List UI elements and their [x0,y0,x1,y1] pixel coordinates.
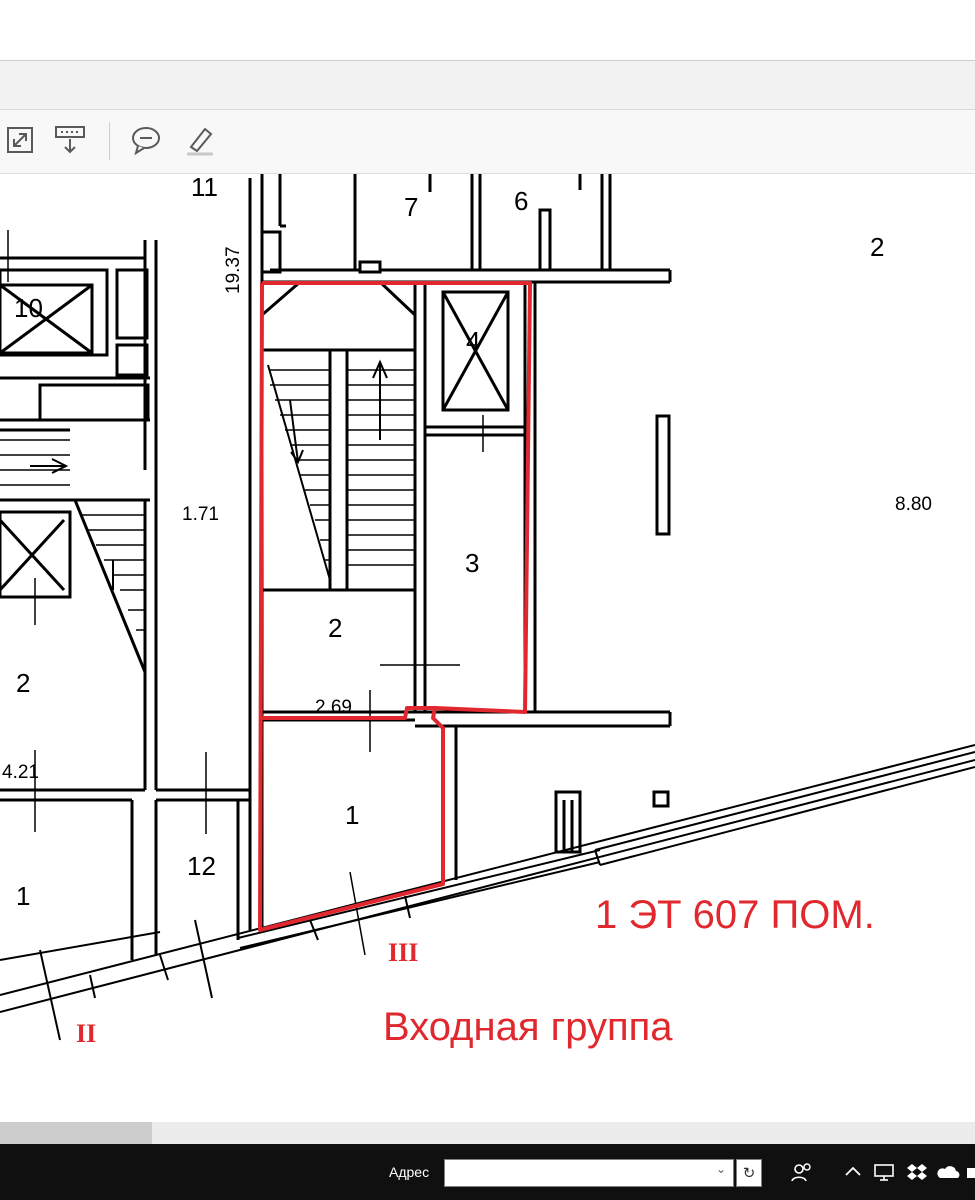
room-label-11: 11 [191,174,218,202]
plan-walls [0,174,672,960]
comment-icon[interactable] [126,120,166,160]
dimension-1-71: 1.71 [182,504,219,525]
horizontal-scrollbar[interactable] [0,1122,975,1144]
door-markers [7,230,484,956]
room-label-1-center: 1 [345,800,359,830]
chevron-up-icon[interactable] [843,1160,863,1189]
highlighted-area [258,281,532,932]
outer-wall [0,744,975,1041]
display-icon[interactable] [872,1160,896,1189]
chevron-down-icon[interactable]: ⌄ [716,1162,727,1176]
scrollbar-thumb[interactable] [0,1122,152,1144]
floor-plan: 11 7 6 2 10 4 3 2 2 1 1 12 19.37 1.71 8.… [0,172,975,1122]
room-label-4: 4 [466,326,480,356]
onedrive-icon[interactable] [936,1160,962,1189]
window-top-area [0,0,975,34]
room-label-10: 10 [14,293,43,323]
download-icon[interactable] [50,120,90,160]
room-label-7: 7 [404,192,418,222]
dimension-4-21: 4.21 [2,762,39,783]
room-label-6: 6 [514,186,528,216]
tray-edge-icon [966,1160,975,1189]
room-label-2-center: 2 [328,613,342,643]
room-label-3: 3 [465,548,479,578]
stair-arrows [30,359,388,590]
address-input[interactable] [444,1159,734,1187]
expand-icon[interactable] [0,120,40,160]
people-icon[interactable] [790,1160,814,1189]
entrance-group-label: Входная группа [383,1005,673,1049]
room-label-1-left: 1 [16,881,30,911]
dimension-2-69: 2.69 [315,697,352,718]
dimension-19-37: 19.37 [223,246,244,294]
room-label-2-right: 2 [870,232,884,262]
section-mark-3: III [388,938,419,967]
highlight-icon[interactable] [180,120,220,160]
menu-bar [0,60,975,110]
floor-note: 1 ЭТ 607 ПОМ. [595,893,875,937]
toolbar-separator [109,122,110,160]
dropbox-icon[interactable] [906,1160,928,1189]
room-label-2-left: 2 [16,668,30,698]
dimension-8-80: 8.80 [895,494,932,515]
refresh-icon[interactable]: ↻ [736,1159,762,1187]
room-label-12: 12 [187,851,216,881]
address-label: Адрес [389,1164,430,1180]
section-mark-2: II [76,1019,97,1048]
toolbar [0,110,975,174]
